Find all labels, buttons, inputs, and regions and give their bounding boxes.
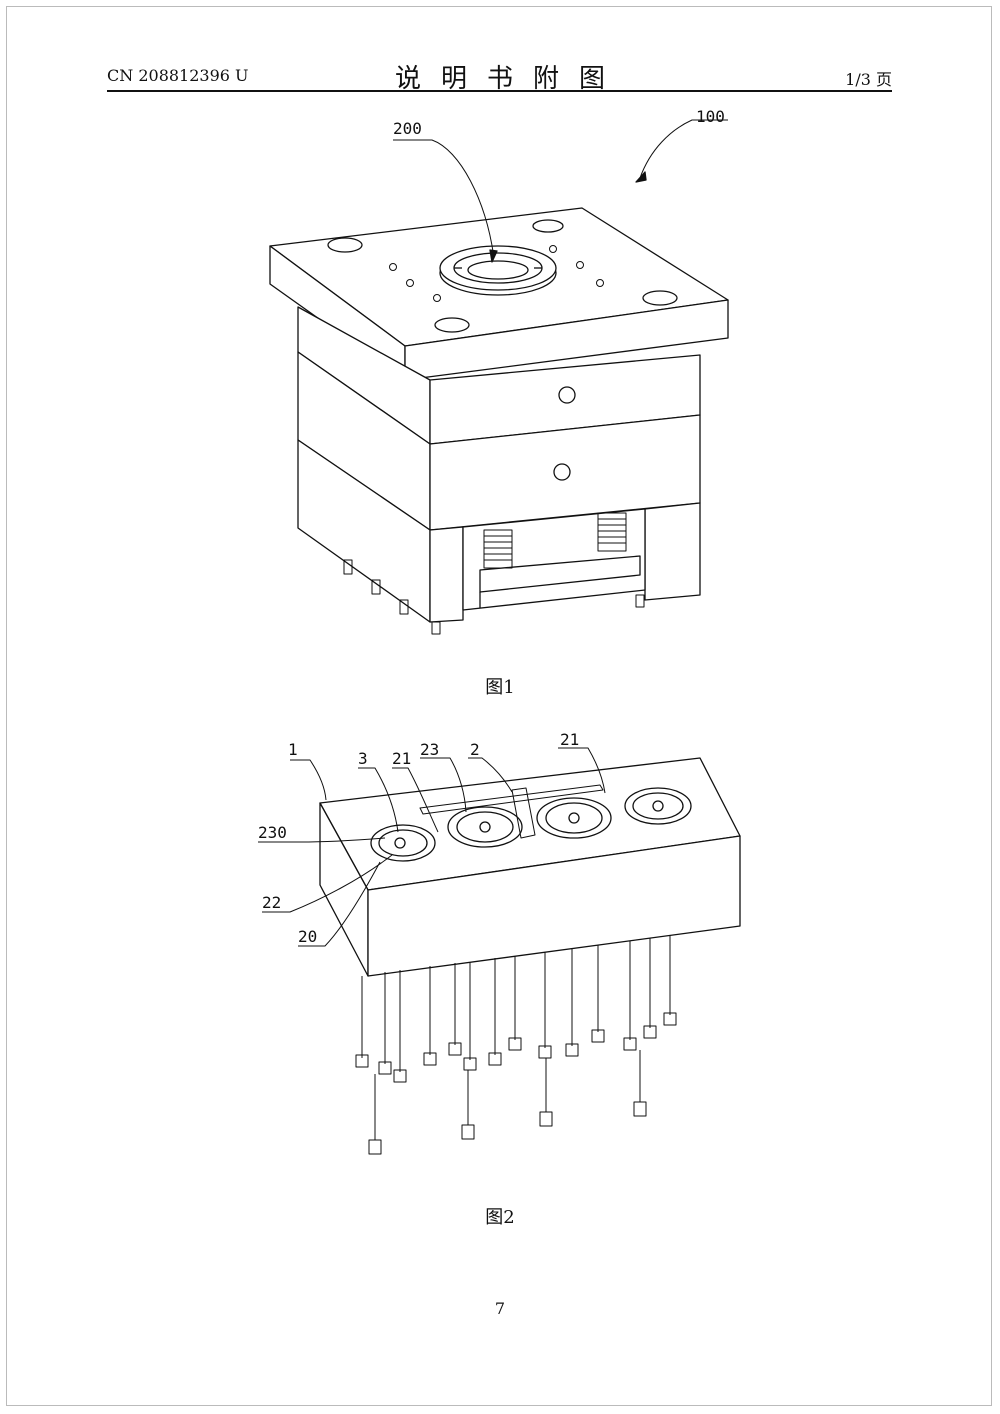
label-2: 2: [470, 740, 480, 759]
page-of-indicator: 1/3 页: [845, 70, 892, 89]
label-230: 230: [258, 823, 287, 842]
label-22: 22: [262, 893, 281, 912]
label-20: 20: [298, 927, 317, 946]
page-border: [6, 6, 992, 1406]
label-21-right: 21: [560, 730, 579, 749]
publication-number: CN 208812396 U: [107, 66, 249, 85]
figure-1-caption: 图1: [485, 677, 515, 698]
label-21-left: 21: [392, 749, 411, 768]
label-3: 3: [358, 749, 368, 768]
label-100: 100: [696, 107, 725, 126]
header-rule: [107, 90, 892, 92]
page-number: 7: [494, 1299, 506, 1318]
label-23: 23: [420, 740, 439, 759]
figure-2-caption: 图2: [485, 1207, 515, 1228]
page-title: 说明书附图: [394, 64, 625, 94]
label-1: 1: [288, 740, 298, 759]
label-200: 200: [393, 119, 422, 138]
